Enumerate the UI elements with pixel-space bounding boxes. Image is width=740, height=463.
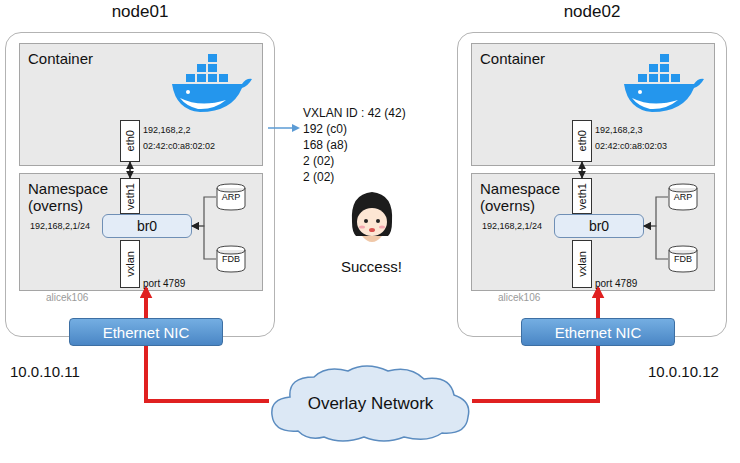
node-label: veth1: [124, 183, 136, 210]
interface-box: eth0: [120, 120, 140, 162]
node-label: br0: [589, 218, 609, 234]
node-label: ARP: [222, 192, 241, 202]
container-box: Container eth0: [19, 43, 263, 166]
node-label: eth0: [124, 130, 136, 151]
cloud-shape: [272, 366, 469, 441]
table-cylinder: ARP: [216, 183, 246, 211]
node-label: Namespace (overns): [28, 180, 124, 214]
cylinder-shape: [669, 184, 697, 210]
text-label: 02:42:c0:a8:02:03: [595, 142, 667, 152]
text-label: VXLAN ID : 42 (42): [303, 107, 406, 120]
cylinder-shape: [217, 246, 245, 272]
neck: [362, 236, 382, 242]
nic-box: Ethernet NIC: [69, 318, 223, 346]
interface-box: vxlan: [572, 240, 592, 288]
cheek: [359, 225, 365, 228]
node-label: node01: [6, 2, 274, 22]
mouth: [369, 228, 375, 232]
text-label: port 4789: [143, 278, 185, 289]
network-cloud: Overlay Network: [268, 363, 473, 445]
node-label: Ethernet NIC: [103, 324, 190, 341]
text-label: 192,168,2,2: [143, 126, 191, 136]
connector-line: [146, 346, 269, 401]
node-label: Container: [480, 50, 576, 67]
text-label: 02:42:c0:a8:02:02: [143, 142, 215, 152]
table-cylinder: ARP: [668, 183, 698, 211]
cheek: [379, 225, 385, 228]
node-label: Ethernet NIC: [555, 324, 642, 341]
cylinder-shape: [217, 184, 245, 210]
text-label: alicek106: [498, 292, 540, 303]
eye: [364, 219, 368, 223]
node-label: FDB: [222, 254, 240, 264]
pointer-head: [292, 124, 300, 132]
text-label: 10.0.10.12: [648, 364, 719, 381]
face: [357, 208, 387, 236]
interface-box: eth0: [572, 120, 592, 162]
node-label: ARP: [674, 192, 693, 202]
container-box: Container eth0: [471, 43, 715, 166]
interface-box: veth1: [572, 178, 592, 214]
interface-box: vxlan: [120, 240, 140, 288]
text-label: 192,168,2,3: [595, 126, 643, 136]
node-label: vxlan: [576, 251, 588, 277]
node-label: eth0: [576, 130, 588, 151]
cylinder-shape: [669, 246, 697, 272]
text-label: 168 (a8): [303, 139, 348, 152]
table-cylinder: FDB: [216, 245, 246, 273]
fringe: [357, 207, 387, 214]
hair: [352, 192, 392, 236]
namespace-box: Namespace (overns)veth1br0 ARP FDB vxlan: [471, 173, 715, 291]
node-label: Overlay Network: [308, 394, 434, 414]
text-label: 2 (02): [303, 155, 334, 168]
namespace-box: Namespace (overns)veth1br0 ARP FDB vxlan: [19, 173, 263, 291]
connector-line: [472, 346, 598, 401]
nic-box: Ethernet NIC: [521, 318, 675, 346]
text-label: Success!: [341, 259, 402, 276]
text-label: 192 (c0): [303, 123, 347, 136]
text-label: 192,168,2,1/24: [30, 222, 90, 232]
node-label: veth1: [576, 183, 588, 210]
node-label: Namespace (overns): [480, 180, 576, 214]
text-label: 2 (02): [303, 171, 334, 184]
table-cylinder: FDB: [668, 245, 698, 273]
host-node-box: node02Containereth0Namespace (overns)vet…: [457, 32, 727, 337]
interface-box: veth1: [120, 178, 140, 214]
node-label: vxlan: [124, 251, 136, 277]
girl-face-illustration: [352, 192, 392, 242]
text-label: port 4789: [595, 278, 637, 289]
node-label: FDB: [674, 254, 692, 264]
node-label: node02: [458, 2, 726, 22]
node-label: Container: [28, 50, 124, 67]
text-label: 192,168,2,1/24: [482, 222, 542, 232]
bridge-box: br0: [554, 214, 644, 238]
eye: [376, 219, 380, 223]
text-label: alicek106: [46, 292, 88, 303]
text-label: 10.0.10.11: [10, 364, 80, 381]
node-label: br0: [137, 218, 157, 234]
host-node-box: node01Containereth0Namespace (overns)vet…: [5, 32, 275, 337]
bridge-box: br0: [102, 214, 192, 238]
